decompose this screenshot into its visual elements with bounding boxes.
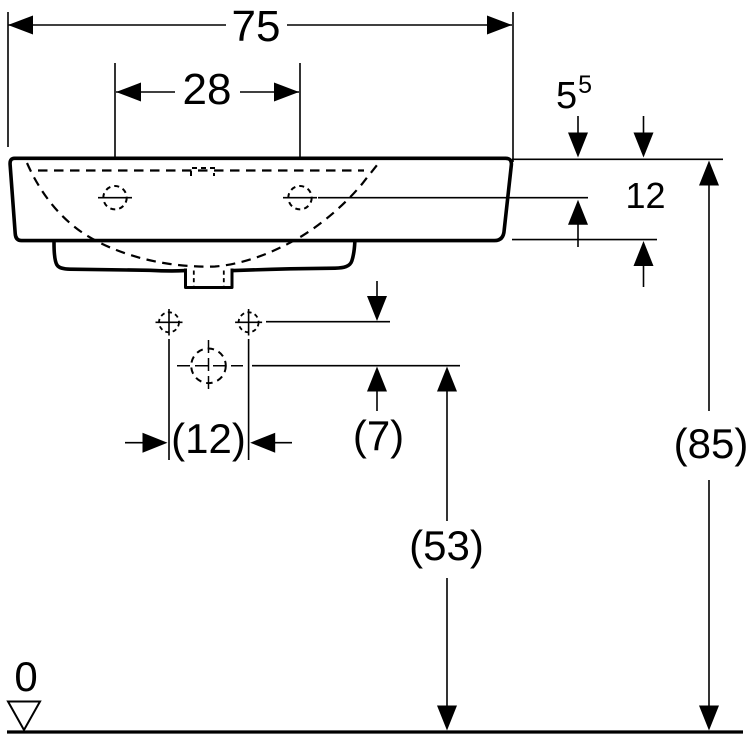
arrowhead-down-icon xyxy=(568,132,588,158)
arrowhead-right-icon xyxy=(274,82,299,102)
dim-apron-height: 12 xyxy=(625,116,666,287)
tap-hole-right xyxy=(283,185,317,211)
dim-fixing-spacing: (12) xyxy=(125,339,292,462)
dim-outlet-height: (53) xyxy=(409,366,484,731)
floor-datum: 0 xyxy=(6,653,42,733)
dim-outlet-height-label: (53) xyxy=(409,522,484,569)
arrowhead-up-icon xyxy=(367,366,387,392)
drain-outlet xyxy=(177,340,243,392)
dim-tap-spacing-label: 28 xyxy=(183,65,232,114)
datum-zero-label: 0 xyxy=(14,653,37,700)
arrowhead-right-icon xyxy=(142,432,168,453)
dim-overall-width: 75 xyxy=(7,2,514,162)
arrowhead-up-icon xyxy=(568,199,588,225)
dim-fixing-spacing-label: (12) xyxy=(171,415,246,462)
arrowhead-right-icon xyxy=(487,15,512,35)
arrowhead-left-icon xyxy=(8,15,33,35)
dim-rim-to-tap: 55 xyxy=(556,71,592,247)
arrowhead-down-icon xyxy=(367,296,387,321)
underside-shroud-outline xyxy=(52,240,357,273)
fixing-hole-right xyxy=(235,309,263,336)
washbasin-front-view xyxy=(8,156,514,289)
dim-tap-spacing: 28 xyxy=(114,63,301,210)
tap-hole-left xyxy=(98,185,132,211)
dim-rim-height-label: (85) xyxy=(674,420,749,467)
bowl-contour-hidden xyxy=(25,161,380,268)
arrowhead-left-icon xyxy=(250,432,276,453)
arrowhead-up-icon xyxy=(699,160,719,186)
arrowhead-down-icon xyxy=(699,705,719,731)
drain-fitting-outline xyxy=(184,268,234,289)
arrowhead-left-icon xyxy=(116,82,141,102)
dim-apron-height-label: 12 xyxy=(625,175,665,216)
arrowhead-up-icon xyxy=(633,241,654,266)
dim-fixing-to-outlet-label: (7) xyxy=(353,412,404,459)
dim-overall-width-label: 75 xyxy=(232,2,281,51)
fixing-hole-left xyxy=(155,309,183,336)
dim-rim-height: (85) xyxy=(674,160,749,731)
washbasin-outline xyxy=(8,156,514,243)
datum-triangle-icon xyxy=(6,700,42,733)
arrowhead-down-icon xyxy=(437,705,457,731)
arrowhead-up-icon xyxy=(437,366,457,392)
overflow-slot-hidden xyxy=(190,167,215,176)
dim-fixing-to-outlet: (7) xyxy=(353,281,404,459)
arrowhead-down-icon xyxy=(633,132,654,158)
dim-rim-to-tap-label: 55 xyxy=(556,71,592,117)
